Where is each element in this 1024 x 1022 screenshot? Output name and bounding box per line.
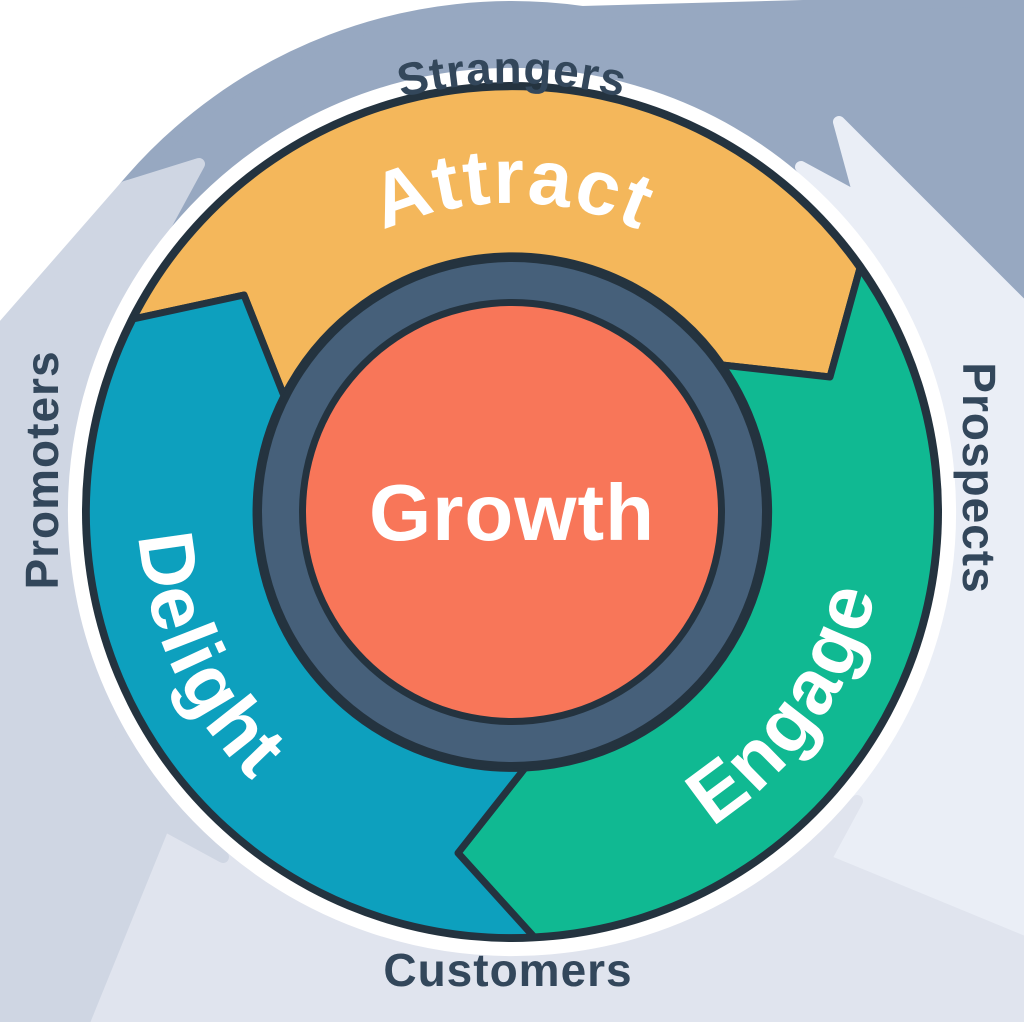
prospects-zone <box>795 116 1024 948</box>
growth-core <box>306 306 718 718</box>
growth-label: Growth <box>369 468 655 557</box>
promoters-label: Promoters <box>16 350 68 589</box>
prospects-label: Prospects <box>953 362 1005 593</box>
customers-label: Customers <box>383 944 632 996</box>
strangers-zone <box>119 0 1024 313</box>
promoters-zone <box>0 158 229 1022</box>
customers-zone <box>78 795 1024 1022</box>
